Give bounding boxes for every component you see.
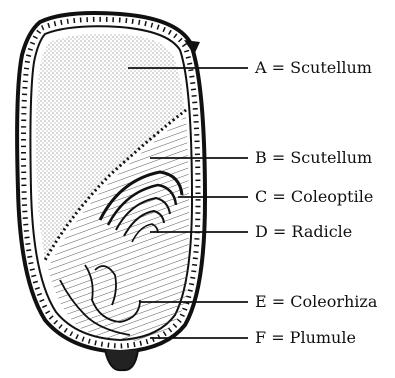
label-e-coleorhiza: E = Coleorhiza (255, 293, 377, 311)
label-f-plumule: F = Plumule (255, 329, 356, 347)
label-d-radicle: D = Radicle (255, 223, 352, 241)
label-b-scutellum: B = Scutellum (255, 149, 372, 167)
label-c-coleoptile: C = Coleoptile (255, 188, 373, 206)
label-a-scutellum: A = Scutellum (255, 59, 372, 77)
plumule-stub (105, 350, 138, 370)
